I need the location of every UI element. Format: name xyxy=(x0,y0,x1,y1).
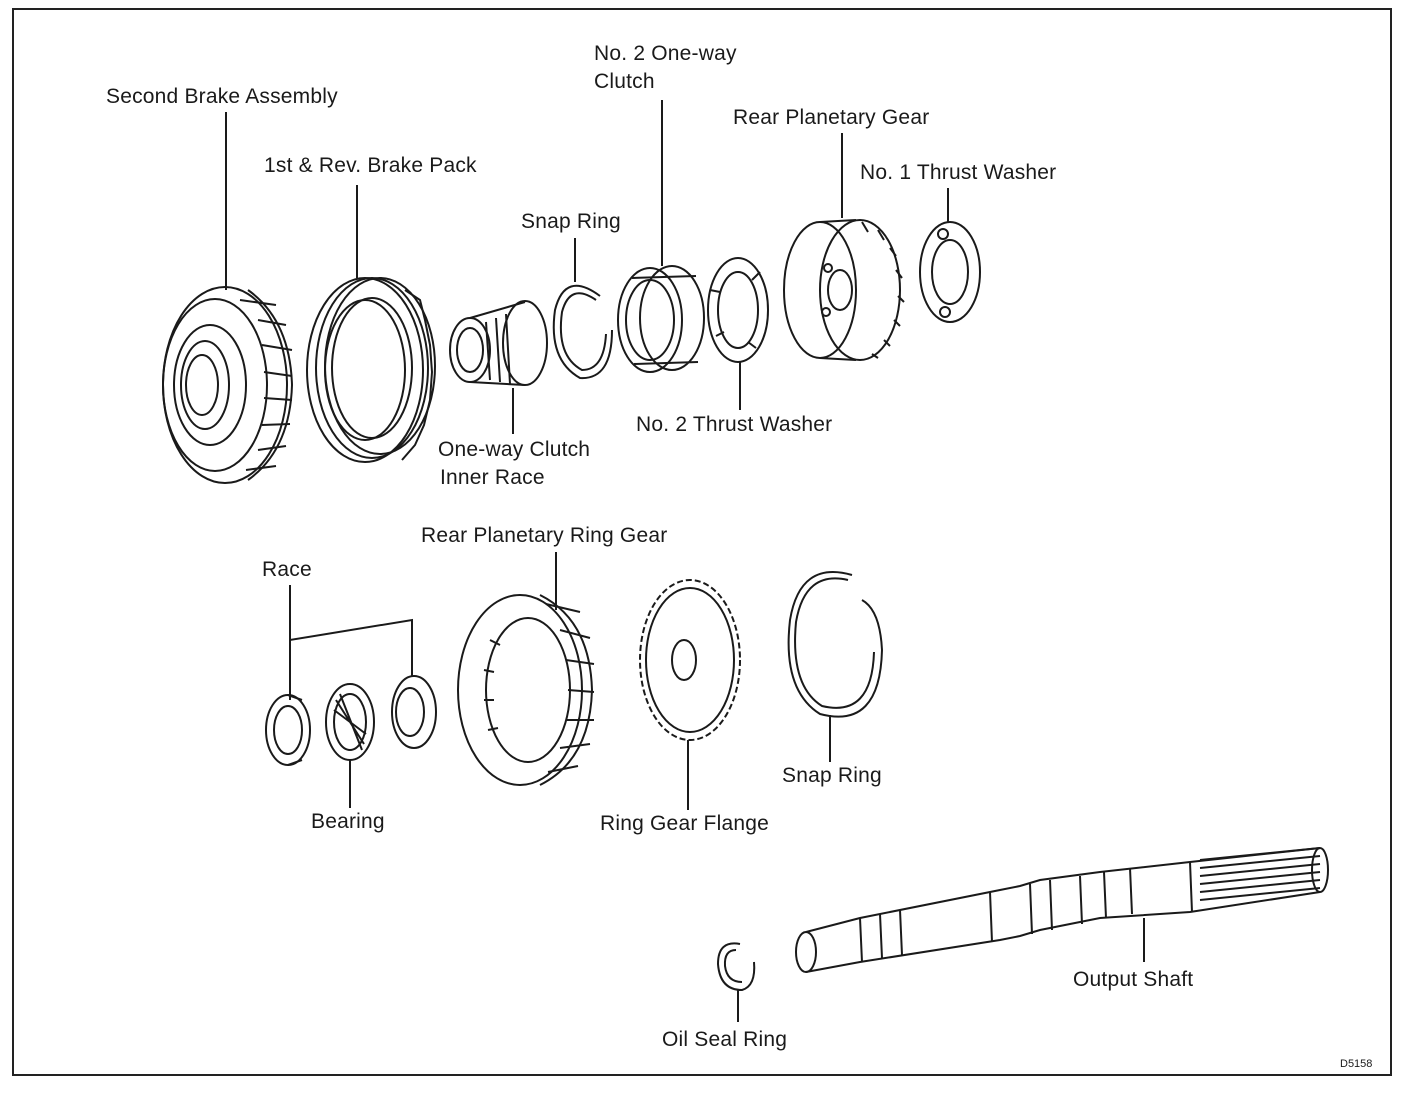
second-brake-assembly-part xyxy=(162,286,294,484)
label-oil-seal-ring: Oil Seal Ring xyxy=(662,1028,788,1051)
label-ring-gear-flange: Ring Gear Flange xyxy=(600,812,769,835)
label-rear-planetary-gear: Rear Planetary Gear xyxy=(733,106,930,129)
diagram-frame xyxy=(12,8,1392,1076)
label-no2-thrust-washer: No. 2 Thrust Washer xyxy=(636,413,833,436)
snap-ring-top-part xyxy=(552,284,613,380)
label-race: Race xyxy=(262,558,312,581)
race-right-part xyxy=(391,675,437,749)
label-first-rev-brake-pack: 1st & Rev. Brake Pack xyxy=(264,154,477,177)
label-no2-one-way-clutch-line1: No. 2 One-way xyxy=(594,42,737,65)
label-one-way-clutch-inner-race-line2: Inner Race xyxy=(440,466,545,489)
bearing-part xyxy=(325,683,375,761)
no2-one-way-clutch-part xyxy=(617,265,705,373)
one-way-clutch-inner-race-part xyxy=(449,300,548,386)
label-no1-thrust-washer: No. 1 Thrust Washer xyxy=(860,161,1057,184)
output-shaft-part xyxy=(795,847,1329,973)
rear-planetary-gear-part xyxy=(783,219,905,361)
ring-gear-flange-part xyxy=(639,579,741,741)
rear-planetary-ring-gear-part xyxy=(457,594,595,786)
label-rear-planetary-ring-gear: Rear Planetary Ring Gear xyxy=(421,524,668,547)
label-snap-ring-bottom: Snap Ring xyxy=(782,764,882,787)
label-snap-ring-top: Snap Ring xyxy=(521,210,621,233)
no1-thrust-washer-part xyxy=(919,221,981,323)
label-second-brake-assembly: Second Brake Assembly xyxy=(106,85,338,108)
leader-race-bracket xyxy=(289,585,413,676)
race-left-part xyxy=(265,694,311,766)
no2-thrust-washer-part xyxy=(707,257,769,363)
snap-ring-bottom-part xyxy=(787,571,884,718)
label-one-way-clutch-inner-race-line1: One-way Clutch xyxy=(438,438,591,461)
oil-seal-ring-part xyxy=(716,942,756,992)
label-output-shaft: Output Shaft xyxy=(1073,968,1194,991)
label-bearing: Bearing xyxy=(311,810,385,833)
label-no2-one-way-clutch-line2: Clutch xyxy=(594,70,655,93)
first-rev-brake-pack-part xyxy=(306,277,436,463)
figure-code: D5158 xyxy=(1340,1058,1373,1070)
